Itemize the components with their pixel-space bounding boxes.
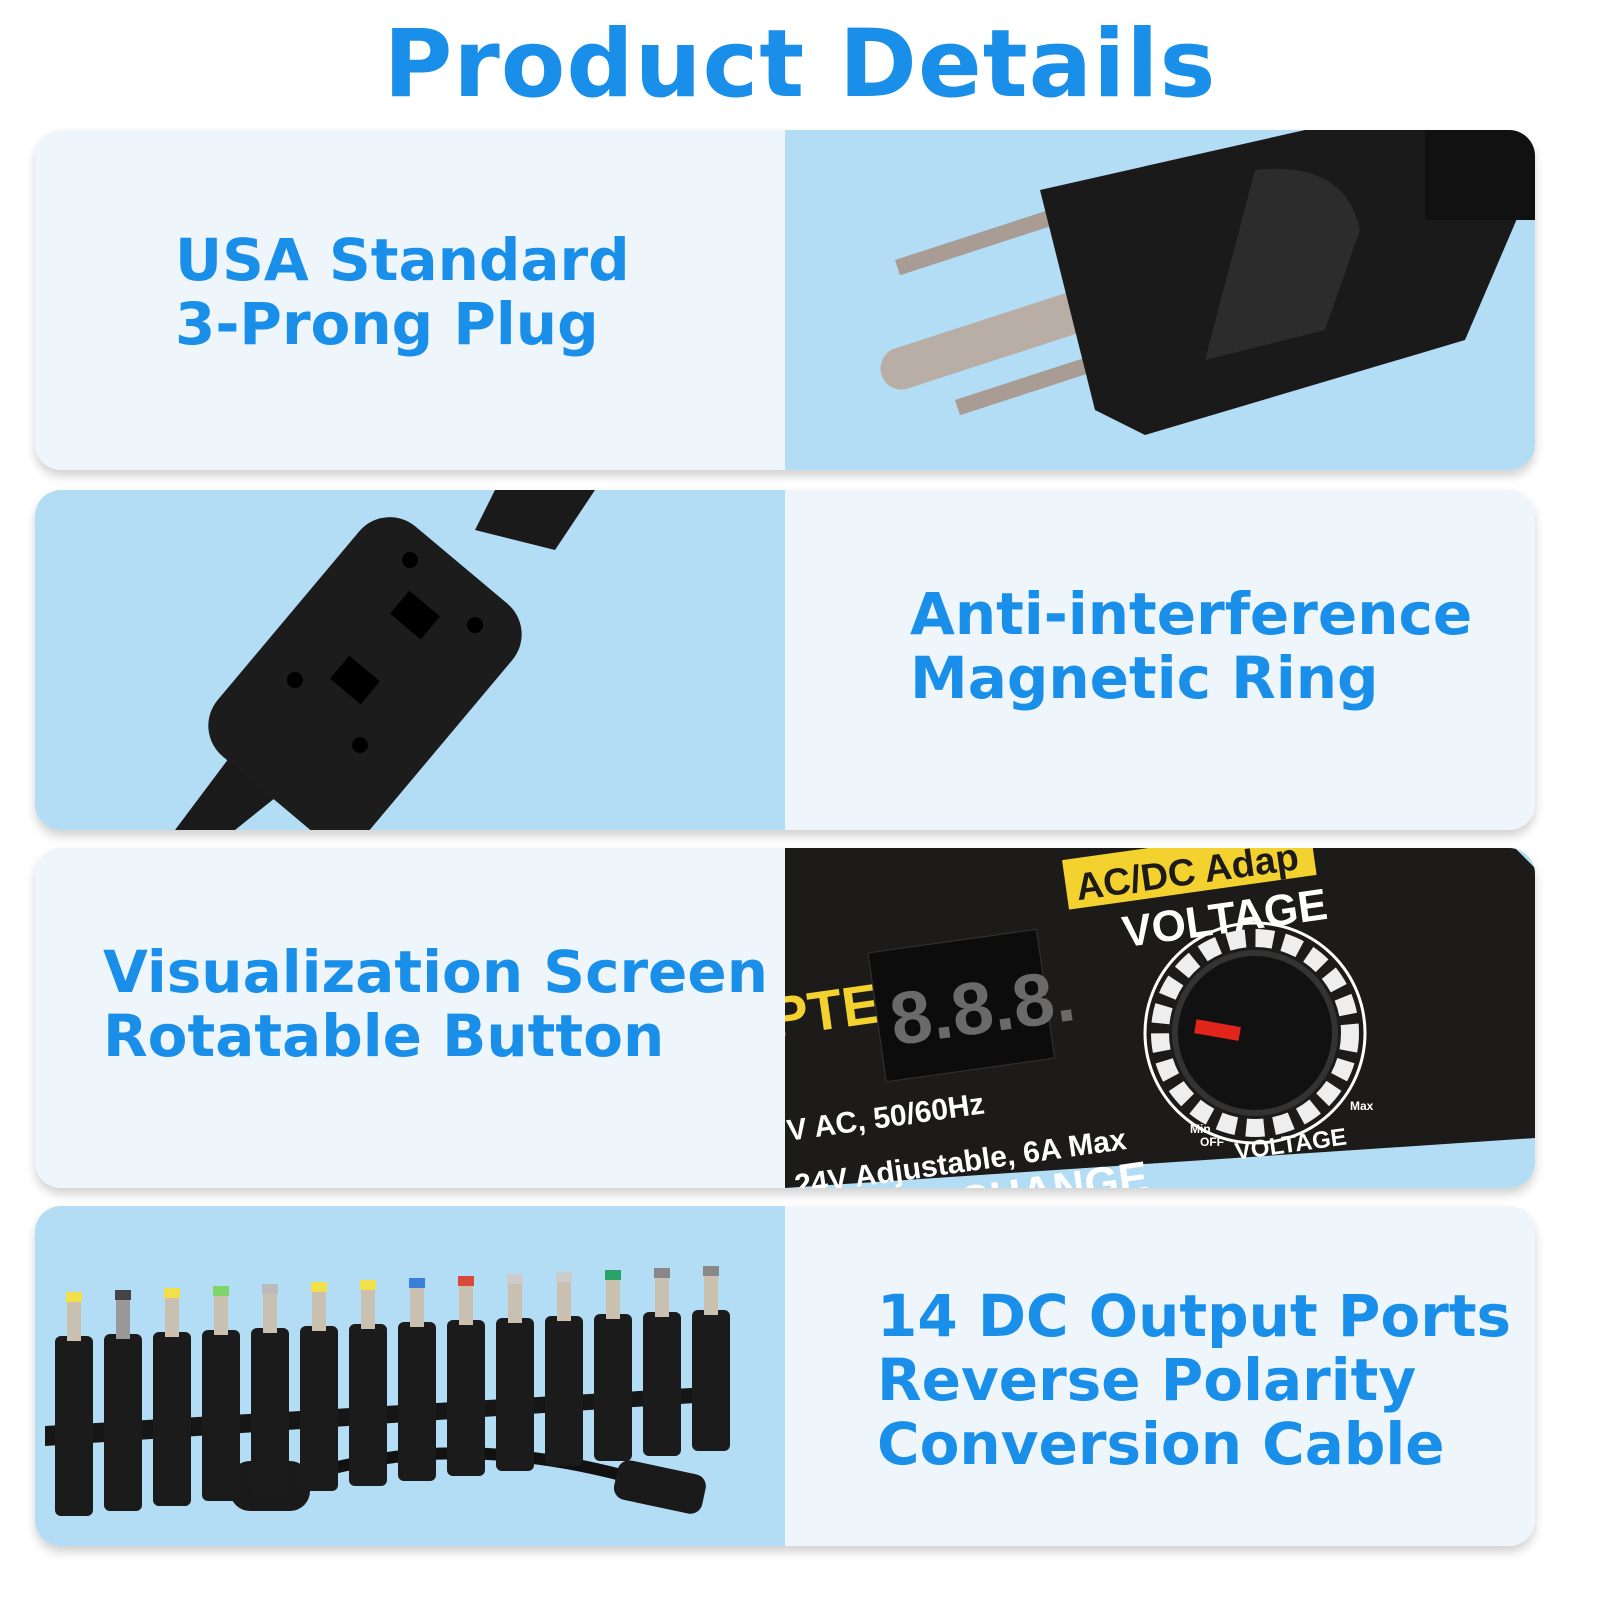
voltage-knob[interactable]: [1172, 950, 1338, 1116]
feature-label: Anti-interference Magnetic Ring: [910, 582, 1472, 710]
feature-card-ring: Anti-interference Magnetic Ring: [35, 490, 1535, 830]
dc-tip: [251, 1284, 289, 1496]
feature-label: USA Standard 3-Prong Plug: [175, 228, 630, 356]
dc-tip: [643, 1268, 681, 1456]
dc-tip: [55, 1292, 93, 1516]
feature-line: Visualization Screen: [103, 938, 769, 1006]
feature-text-panel: Anti-interference Magnetic Ring: [785, 490, 1535, 830]
dc-tip: [594, 1270, 632, 1461]
dc-tips-illustration: [45, 1266, 730, 1516]
dc-tip: [153, 1288, 191, 1506]
adapter-panel-illustration: AC/DC Adap VOLTAGE PTER 8.8.8. V AC, 50/…: [785, 848, 1535, 1188]
magnetic-ring-photo: [35, 490, 785, 830]
feature-card-screen: Visualization Screen Rotatable Button AC…: [35, 848, 1535, 1188]
dc-tip: [104, 1290, 142, 1511]
off-label: OFF: [1200, 1135, 1224, 1149]
min-label: Min: [1190, 1122, 1211, 1136]
feature-card-plug: USA Standard 3-Prong Plug: [35, 130, 1535, 470]
ring-illustration: [175, 490, 595, 830]
dc-tip: [692, 1266, 730, 1451]
knob-indicator: [1194, 1019, 1241, 1041]
feature-text-panel: 14 DC Output Ports Reverse Polarity Conv…: [785, 1206, 1535, 1546]
feature-text-panel: Visualization Screen Rotatable Button: [35, 848, 785, 1188]
feature-card-ports: 14 DC Output Ports Reverse Polarity Conv…: [35, 1206, 1535, 1546]
dc-tip: [447, 1276, 485, 1476]
feature-line: Magnetic Ring: [910, 644, 1379, 712]
max-label: Max: [1350, 1099, 1374, 1113]
feature-line: 3-Prong Plug: [175, 290, 599, 358]
dc-tip: [545, 1272, 583, 1466]
feature-line: Anti-interference: [910, 580, 1473, 648]
feature-label: Visualization Screen Rotatable Button: [103, 940, 768, 1068]
dc-tips-photo: [35, 1206, 785, 1546]
feature-line: Rotatable Button: [103, 1002, 665, 1070]
feature-line: 14 DC Output Ports: [877, 1282, 1512, 1350]
feature-line: USA Standard: [175, 226, 630, 294]
dc-tip: [349, 1280, 387, 1486]
feature-line: Conversion Cable: [877, 1410, 1445, 1478]
plug-photo: [785, 130, 1535, 470]
dc-tip: [300, 1282, 338, 1491]
feature-text-panel: USA Standard 3-Prong Plug: [35, 130, 785, 470]
dc-tip: [496, 1274, 534, 1471]
page-title: Product Details: [383, 10, 1217, 119]
feature-label: 14 DC Output Ports Reverse Polarity Conv…: [877, 1284, 1511, 1476]
plug-illustration: [880, 130, 1535, 435]
feature-line: Reverse Polarity: [877, 1346, 1417, 1414]
adapter-panel-photo: AC/DC Adap VOLTAGE PTER 8.8.8. V AC, 50/…: [785, 848, 1535, 1188]
dc-tip: [202, 1286, 240, 1501]
dc-tip: [398, 1278, 436, 1481]
